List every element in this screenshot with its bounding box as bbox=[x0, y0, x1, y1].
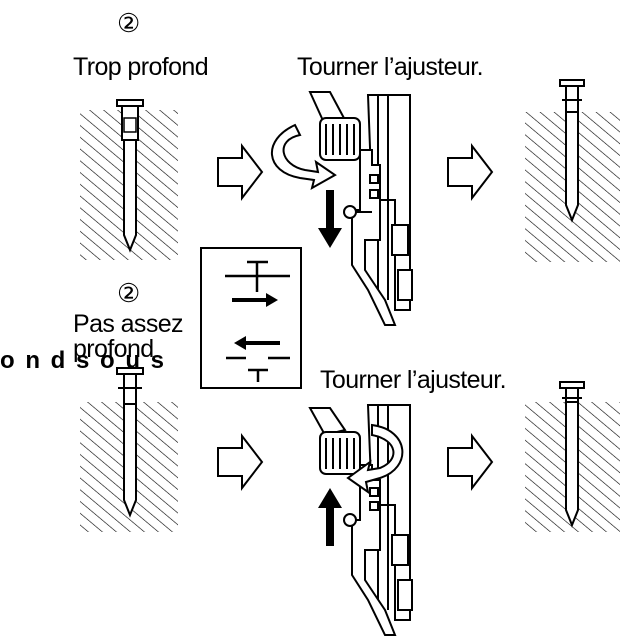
top-nailer-adjuster-icon bbox=[308, 91, 413, 326]
top-arrow-right-2 bbox=[447, 143, 494, 201]
bottom-arrow-right-1 bbox=[217, 433, 264, 491]
top-nail-too-deep-icon bbox=[116, 99, 144, 253]
bottom-nail-correct-icon bbox=[559, 381, 585, 528]
bottom-instruction-label: Tourner l’ajusteur. bbox=[320, 366, 507, 394]
legend-box bbox=[200, 247, 302, 389]
bottom-up-arrow-icon bbox=[318, 488, 342, 546]
top-arrow-right-1 bbox=[217, 143, 264, 201]
top-step-number: ② bbox=[117, 8, 141, 38]
top-instruction-label: Tourner l’ajusteur. bbox=[297, 53, 484, 81]
legend-left-arrow-icon bbox=[234, 336, 280, 350]
bottom-rotate-arrow-icon bbox=[346, 423, 404, 495]
bottom-nail-not-deep-icon bbox=[116, 367, 144, 518]
top-down-arrow-icon bbox=[318, 190, 342, 248]
bottom-arrow-right-2 bbox=[447, 433, 494, 491]
bottom-condition-label-line2: profond bbox=[73, 335, 154, 363]
top-condition-label: Trop profond bbox=[73, 53, 209, 81]
bottom-step-number: ② bbox=[117, 278, 141, 308]
legend-right-arrow-icon bbox=[232, 293, 278, 307]
top-nail-correct-icon bbox=[559, 79, 585, 223]
top-rotate-arrow-icon bbox=[270, 123, 337, 191]
bottom-condition-label-line1: Pas assez bbox=[73, 310, 184, 338]
